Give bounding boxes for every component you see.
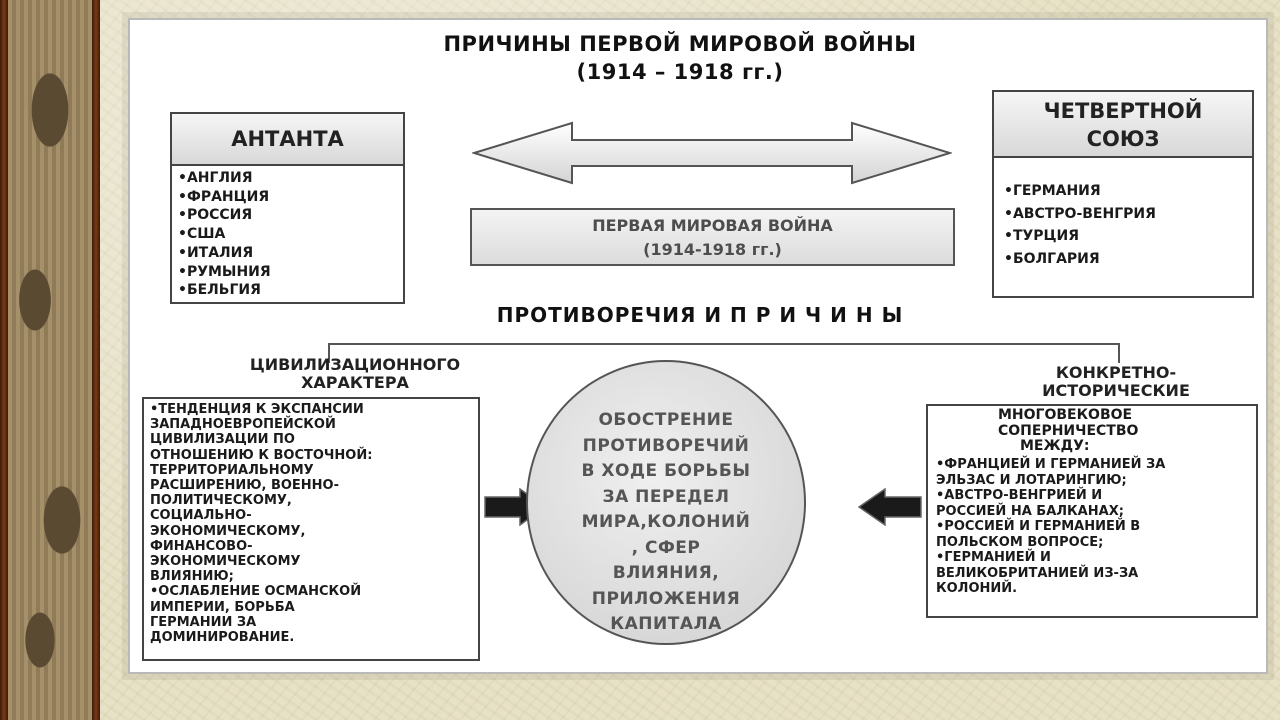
quadruple-member: •ГЕРМАНИЯ xyxy=(1004,183,1101,199)
quadruple-member: •ТУРЦИЯ xyxy=(1004,228,1080,244)
circle-line: ЗА ПЕРЕДЕЛ xyxy=(602,486,730,507)
historical-line: ПОЛЬСКОМ ВОПРОСЕ; xyxy=(936,534,1104,550)
quadruple-header-line-2: СОЮЗ xyxy=(1086,127,1160,151)
civilizational-line: ФИНАНСОВО- xyxy=(150,538,253,554)
historical-line: •РОССИЕЙ И ГЕРМАНИЕЙ В xyxy=(936,519,1141,534)
civilizational-heading-line-1: ЦИВИЛИЗАЦИОННОГО xyxy=(249,355,461,374)
title-line-1: ПРИЧИНЫ ПЕРВОЙ МИРОВОЙ ВОЙНЫ xyxy=(443,32,917,56)
historical-causes-box xyxy=(926,404,1258,618)
civilizational-heading-line-2: ХАРАКТЕРА xyxy=(301,373,409,392)
circle-line: КАПИТАЛА xyxy=(610,614,722,634)
civilizational-line: •ТЕНДЕНЦИЯ К ЭКСПАНСИИ xyxy=(150,402,364,417)
civilizational-line: •ОСЛАБЛЕНИЕ ОСМАНСКОЙ xyxy=(150,584,362,600)
central-circle xyxy=(526,360,806,645)
civilizational-causes-box xyxy=(142,397,480,661)
quadruple-alliance-members-list: •ГЕРМАНИЯ •АВСТРО-ВЕНГРИЯ •ТУРЦИЯ •БОЛГА… xyxy=(1004,180,1156,270)
quadruple-header-line-1: ЧЕТВЕРТНОЙ xyxy=(1043,99,1203,123)
title-line-2: (1914 – 1918 гг.) xyxy=(576,60,784,84)
entente-members-list: •АНГЛИЯ •ФРАНЦИЯ •РОССИЯ •США •ИТАЛИЯ •Р… xyxy=(178,169,271,300)
quadruple-member: •БОЛГАРИЯ xyxy=(1004,250,1100,267)
circle-line: ОБОСТРЕНИЕ xyxy=(598,410,734,430)
central-circle-text: ОБОСТРЕНИЕ ПРОТИВОРЕЧИЙ В ХОДЕ БОРЬБЫ ЗА… xyxy=(540,408,792,638)
historical-intro-text: МНОГОВЕКОВОЕ СОПЕРНИЧЕСТВО МЕЖДУ: xyxy=(998,407,1139,455)
bracket-left-tick xyxy=(328,343,330,363)
civilizational-line: ИМПЕРИИ, БОРЬБА xyxy=(150,599,295,615)
historical-heading-line-2: ИСТОРИЧЕСКИЕ xyxy=(1042,381,1190,400)
civilizational-line: ПОЛИТИЧЕСКОМУ, xyxy=(150,493,292,509)
civilizational-causes-text: •ТЕНДЕНЦИЯ К ЭКСПАНСИИ ЗАПАДНОЕВРОПЕЙСКО… xyxy=(150,402,372,645)
circle-line: ПРИЛОЖЕНИЯ xyxy=(591,588,741,609)
historical-intro-line: МНОГОВЕКОВОЕ xyxy=(998,407,1133,423)
contradictions-subtitle: ПРОТИВОРЕЧИЯ И П Р И Ч И Н Ы xyxy=(496,303,904,327)
bracket-right-tick xyxy=(1118,343,1120,363)
bracket-line xyxy=(328,343,1120,345)
war-center-line-2: (1914-1918 гг.) xyxy=(643,240,782,259)
historical-intro-line: СОПЕРНИЧЕСТВО xyxy=(998,422,1139,439)
civilizational-line: ЭКОНОМИЧЕСКОМУ, xyxy=(150,523,306,539)
historical-heading: КОНКРЕТНО- ИСТОРИЧЕСКИЕ xyxy=(986,364,1246,400)
entente-member: •ИТАЛИЯ xyxy=(178,244,254,261)
double-arrow xyxy=(472,121,952,185)
historical-line: •ФРАНЦИЕЙ И ГЕРМАНИЕЙ ЗА xyxy=(936,457,1166,472)
circle-line: ВЛИЯНИЯ, xyxy=(612,563,720,583)
war-center-line-1: ПЕРВАЯ МИРОВАЯ ВОЙНА xyxy=(592,216,833,235)
historical-line: ЭЛЬЗАС И ЛОТАРИНГИЮ; xyxy=(936,472,1127,488)
circle-line: ПРОТИВОРЕЧИЙ xyxy=(582,435,750,456)
quadruple-member: •АВСТРО-ВЕНГРИЯ xyxy=(1004,205,1156,222)
circle-line: , СФЕР xyxy=(631,537,701,558)
civilizational-line: ВЛИЯНИЮ; xyxy=(150,569,234,585)
historical-heading-line-1: КОНКРЕТНО- xyxy=(1055,363,1177,382)
civilizational-line: ЦИВИЛИЗАЦИИ ПО xyxy=(150,432,295,448)
entente-members-box xyxy=(170,164,405,304)
entente-header: АНТАНТА xyxy=(170,112,405,166)
quadruple-alliance-members-box xyxy=(992,156,1254,298)
historical-causes-text: •ФРАНЦИЕЙ И ГЕРМАНИЕЙ ЗА ЭЛЬЗАС И ЛОТАРИ… xyxy=(936,457,1165,597)
historical-line: КОЛОНИЙ. xyxy=(936,581,1018,596)
historical-line: ВЕЛИКОБРИТАНИЕЙ ИЗ-ЗА xyxy=(936,565,1139,581)
civilizational-line: ЗАПАДНОЕВРОПЕЙСКОЙ xyxy=(150,417,336,433)
civilizational-line: СОЦИАЛЬНО- xyxy=(150,508,252,524)
civilizational-line: ДОМИНИРОВАНИЕ. xyxy=(150,630,295,646)
historical-line: •ГЕРМАНИЕЙ И xyxy=(936,550,1051,565)
civilizational-heading: ЦИВИЛИЗАЦИОННОГО ХАРАКТЕРА xyxy=(200,356,510,392)
civilizational-line: РАСШИРЕНИЮ, ВОЕННО- xyxy=(150,478,340,494)
war-center-box: ПЕРВАЯ МИРОВАЯ ВОЙНА (1914-1918 гг.) xyxy=(470,208,955,266)
entente-member: •БЕЛЬГИЯ xyxy=(178,282,261,299)
entente-member: •США xyxy=(178,226,226,243)
entente-header-label: АНТАНТА xyxy=(231,127,344,151)
civilizational-line: ГЕРМАНИИ ЗА xyxy=(150,614,257,630)
civilizational-line: ТЕРРИТОРИАЛЬНОМУ xyxy=(150,462,314,478)
right-block-arrow xyxy=(858,488,922,526)
diagram-title: ПРИЧИНЫ ПЕРВОЙ МИРОВОЙ ВОЙНЫ (1914 – 191… xyxy=(335,30,1025,86)
decorative-left-border xyxy=(0,0,100,720)
slide: ПРИЧИНЫ ПЕРВОЙ МИРОВОЙ ВОЙНЫ (1914 – 191… xyxy=(128,18,1268,674)
circle-line: В ХОДЕ БОРЬБЫ xyxy=(581,461,751,481)
historical-line: •АВСТРО-ВЕНГРИЕЙ И xyxy=(936,488,1103,503)
civilizational-line: ОТНОШЕНИЮ К ВОСТОЧНОЙ: xyxy=(150,447,373,463)
civilizational-line: ЭКОНОМИЧЕСКОМУ xyxy=(150,554,301,570)
quadruple-alliance-header: ЧЕТВЕРТНОЙ СОЮЗ xyxy=(992,90,1254,158)
historical-line: РОССИЕЙ НА БАЛКАНАХ; xyxy=(936,503,1124,519)
entente-member: •РОССИЯ xyxy=(178,207,253,224)
entente-member: •РУМЫНИЯ xyxy=(178,263,271,280)
circle-line: МИРА,КОЛОНИЙ xyxy=(581,512,751,532)
historical-intro-line: МЕЖДУ: xyxy=(1020,438,1090,454)
entente-member: •ФРАНЦИЯ xyxy=(178,188,270,205)
entente-member: •АНГЛИЯ xyxy=(178,170,253,186)
